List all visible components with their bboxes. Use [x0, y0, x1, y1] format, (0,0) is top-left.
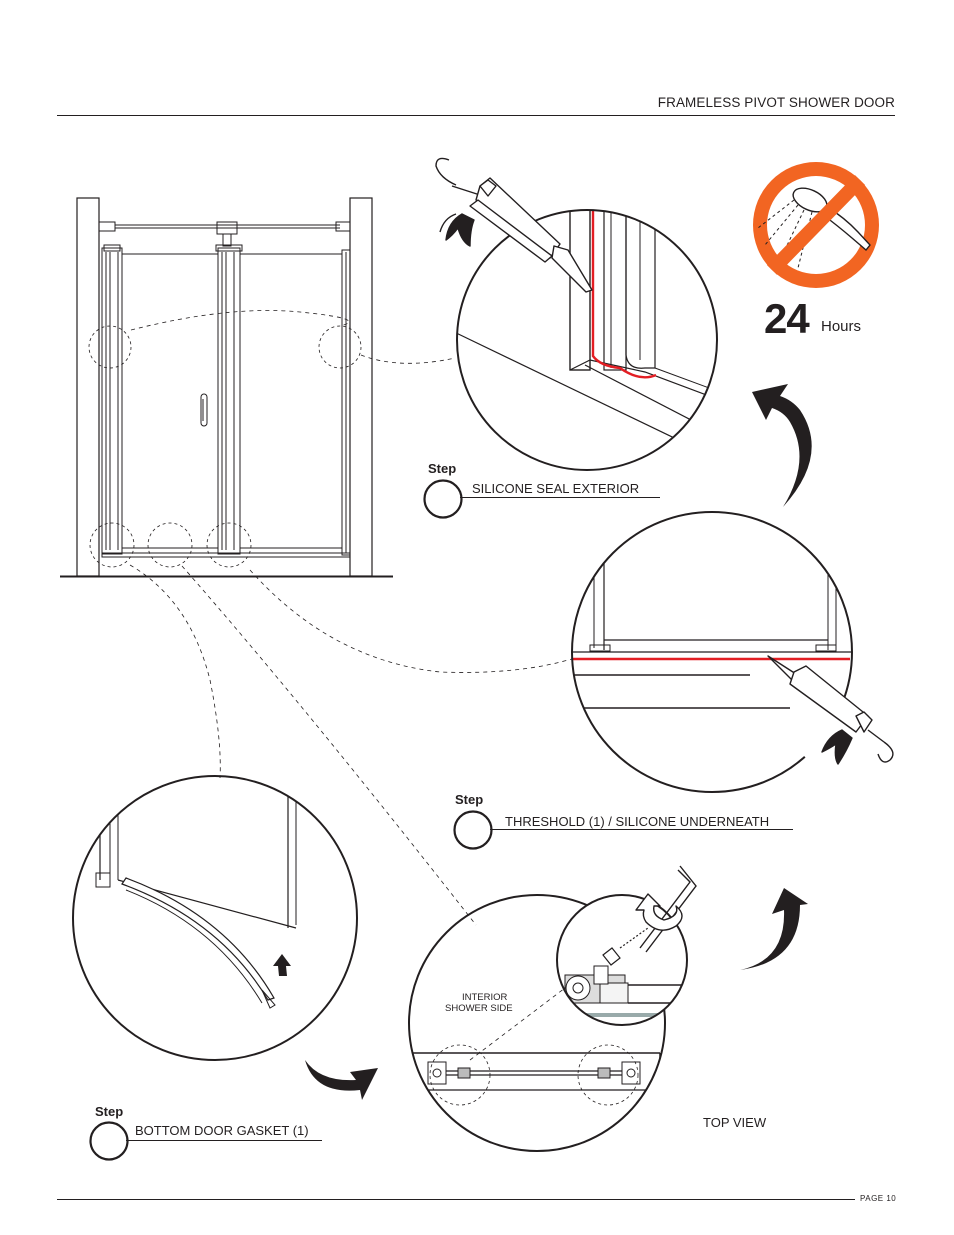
step-label-2: THRESHOLD (1) / SILICONE UNDERNEATH	[505, 814, 770, 829]
rotate-arrow-icon	[635, 893, 683, 931]
step-word-2: Step	[455, 792, 484, 807]
cure-time-number: 24	[764, 295, 810, 342]
detail-silicone-exterior	[456, 209, 718, 471]
shower-door-overview	[60, 197, 393, 578]
detail-callout-circles	[88, 325, 362, 568]
caulk-gun-icon	[767, 655, 894, 765]
interior-label-line1: INTERIOR	[462, 992, 508, 1003]
up-arrow-icon	[273, 954, 291, 976]
step-label-1: SILICONE SEAL EXTERIOR	[472, 481, 640, 496]
no-shower-icon	[753, 162, 879, 288]
step-circle-1	[423, 479, 463, 519]
page-number: PAGE 10	[860, 1194, 897, 1203]
top-view-label: TOP VIEW	[703, 1115, 767, 1130]
curved-arrow-icon	[305, 1060, 378, 1100]
cure-time-unit: Hours	[821, 318, 862, 335]
interior-label-line2: SHOWER SIDE	[445, 1003, 513, 1014]
curved-arrow-icon	[752, 384, 812, 507]
step-circle-2	[453, 810, 493, 850]
page-title: FRAMELESS PIVOT SHOWER DOOR	[657, 95, 895, 110]
detail-top-view	[408, 894, 666, 1152]
detail-threshold	[571, 511, 853, 793]
detail-bottom-gasket	[72, 775, 358, 1061]
step-word-1: Step	[428, 461, 457, 476]
curved-arrow-icon	[740, 888, 808, 970]
step-label-3: BOTTOM DOOR GASKET (1)	[135, 1123, 309, 1138]
caulk-gun-icon	[435, 157, 593, 293]
leader-lines	[129, 310, 576, 1061]
step-word-3: Step	[95, 1104, 124, 1119]
step-number-circles	[89, 479, 493, 1161]
step-circle-3	[89, 1121, 129, 1161]
